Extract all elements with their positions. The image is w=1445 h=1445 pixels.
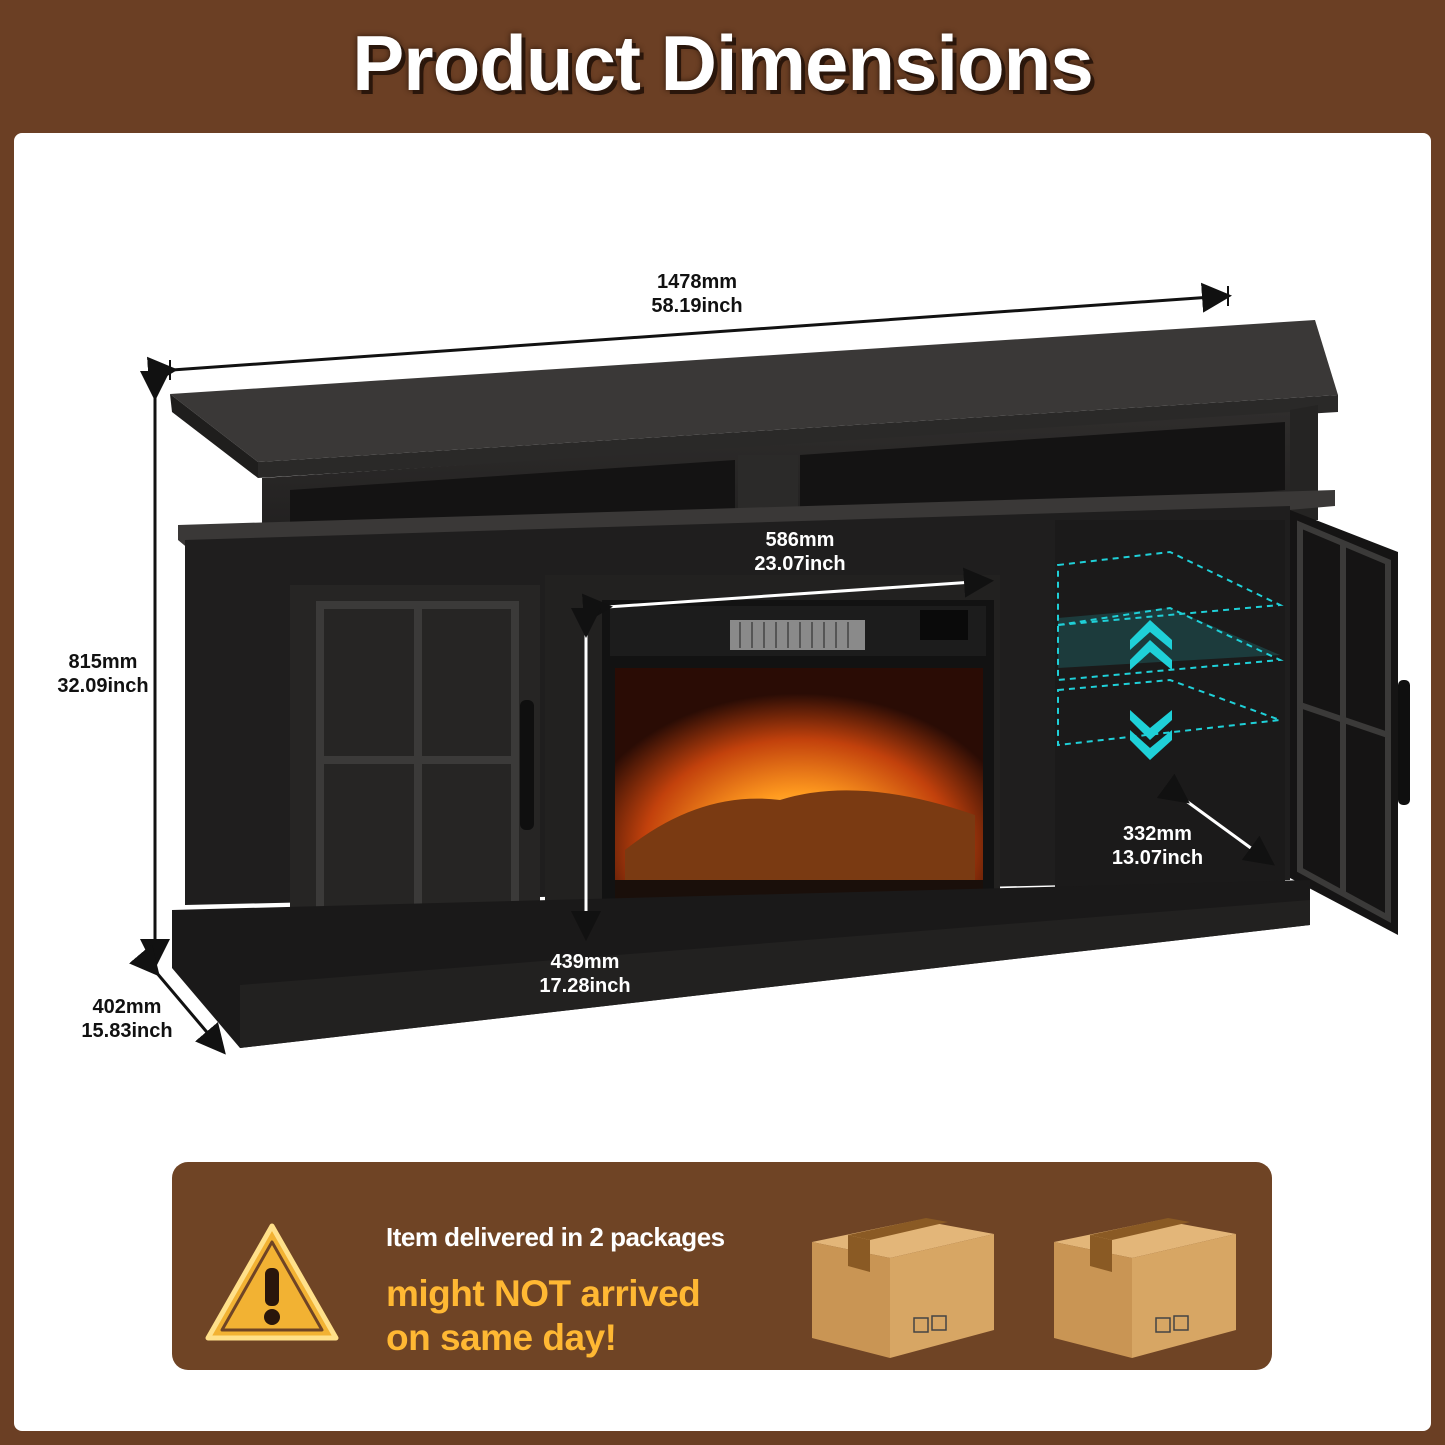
- fireplace-height-label: 439mm 17.28inch: [510, 950, 660, 998]
- depth-label: 402mm 15.83inch: [62, 995, 192, 1043]
- shelf-adjust-arrows: [1130, 620, 1172, 760]
- notice-text-warning: might NOT arrived on same day!: [386, 1272, 701, 1360]
- notice-text-packages: Item delivered in 2 packages: [386, 1222, 725, 1252]
- cabinet-depth-label: 332mm 13.07inch: [1085, 822, 1230, 870]
- height-mm: 815mm: [68, 651, 138, 673]
- width-label: 1478mm 58.19inch: [612, 270, 782, 318]
- top-front: [258, 395, 1338, 478]
- package-box-icon: [812, 1218, 994, 1358]
- height-inch: 32.09inch: [57, 675, 149, 697]
- depth-inch: 15.83inch: [81, 1020, 173, 1042]
- fireplace-height-inch: 17.28inch: [539, 975, 631, 997]
- left-handle: [520, 700, 534, 830]
- fireplace-width-label: 586mm 23.07inch: [715, 528, 885, 576]
- logs: [625, 790, 975, 880]
- right-handle: [1398, 680, 1410, 805]
- delivery-notice: Item delivered in 2 packages might NOT a…: [172, 1162, 1272, 1370]
- notice-text-warning-line1: might NOT arrived: [386, 1273, 701, 1314]
- adjustable-shelf-guides: [1057, 550, 1284, 747]
- dimension-ticks: [169, 286, 1229, 380]
- cabinet-depth-inch: 13.07inch: [1111, 847, 1204, 869]
- heater-grille: [730, 620, 865, 650]
- fireplace-width-mm: 586mm: [765, 529, 835, 551]
- control-panel: [920, 610, 968, 640]
- width-inch: 58.19inch: [651, 295, 743, 317]
- width-mm: 1478mm: [656, 271, 738, 293]
- plinth-front: [240, 900, 1310, 1048]
- warning-icon: [205, 1223, 339, 1341]
- depth-mm: 402mm: [92, 996, 162, 1018]
- notice-text-warning-line2: on same day!: [386, 1317, 617, 1358]
- top-edge: [170, 394, 258, 478]
- package-box-icon: [1054, 1218, 1236, 1358]
- page-title: Product Dimensions: [352, 19, 1093, 107]
- fireplace-height-mm: 439mm: [550, 951, 620, 973]
- fireplace-width-inch: 23.07inch: [754, 553, 846, 575]
- cabinet-depth-mm: 332mm: [1123, 823, 1192, 845]
- right-door-frame: [1297, 520, 1391, 924]
- dimension-lines: [129, 282, 1275, 1055]
- heater-grille-lines: [739, 622, 849, 648]
- height-label: 815mm 32.09inch: [28, 650, 178, 698]
